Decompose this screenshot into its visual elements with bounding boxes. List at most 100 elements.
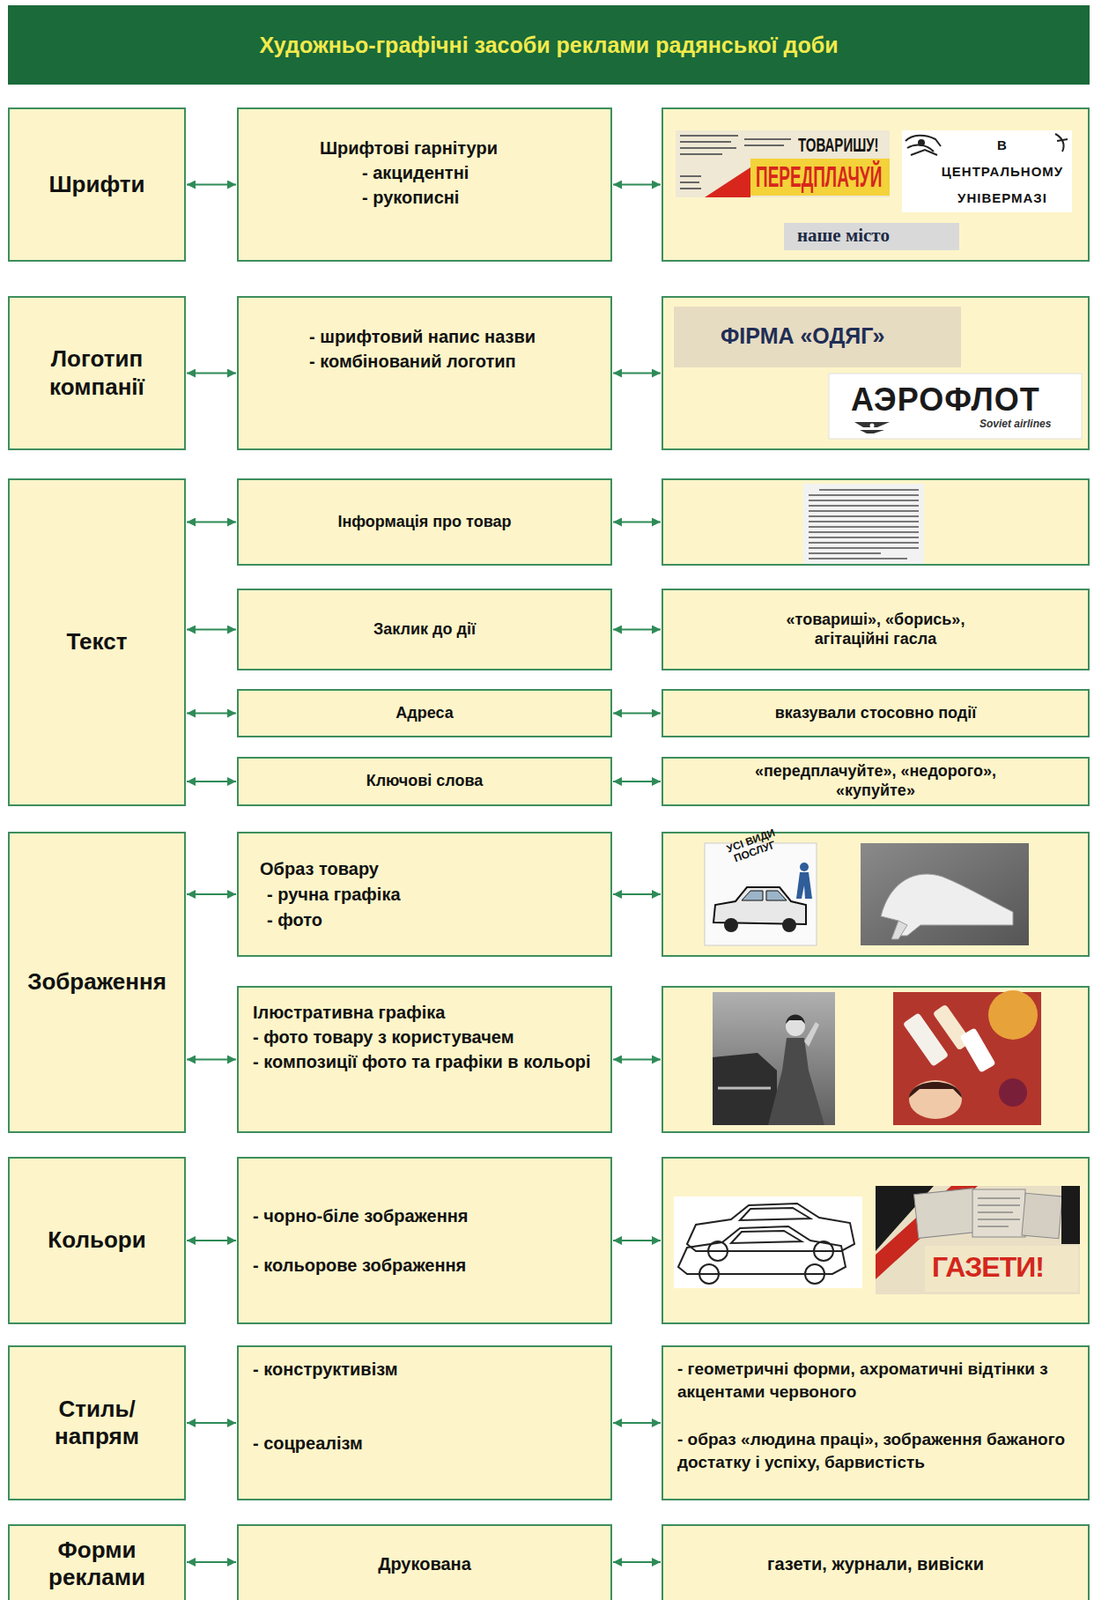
line-shape [808,557,908,560]
line-shape [808,499,919,502]
double-arrow [613,1560,661,1563]
box-text: - композиції фото та графіки в кольорі [252,1049,592,1074]
box-text: ГАЗЕТИ! [931,1252,1044,1281]
rect-shape [828,373,1082,439]
path-shape [804,1021,820,1047]
feature-box: Ключові слова [236,756,613,806]
double-arrow [186,1421,237,1424]
g-shape [808,489,919,559]
category-label: Кольори [47,1226,146,1254]
line-shape [977,1218,1021,1220]
poster-subscribe [675,130,890,198]
line-shape [808,531,919,533]
rect-shape [901,130,1072,213]
box-text: Soviet airlines [979,418,1051,429]
box-text: - комбінований логотип [309,348,517,374]
box-text: газети, журнали, вивіски [767,1552,984,1575]
line-shape [717,1086,771,1090]
line-shape [808,536,919,539]
category-box: Форми реклами [7,1523,186,1600]
line-shape [744,144,784,147]
double-arrow [613,521,661,524]
rect-shape [803,483,924,564]
box-text: Заклик до дії [373,620,476,640]
path-shape [1055,133,1065,152]
rect-shape [914,1188,979,1239]
text-column [803,483,924,564]
box-text: ПЕРЕДПЛАЧУЙ [755,162,882,192]
category-label: Шрифти [48,170,145,199]
box-text: - рукописні [362,184,459,210]
path-shape [891,920,908,939]
line-shape [680,147,737,149]
double-arrow [186,780,237,783]
line-shape [680,153,723,156]
circle-shape [998,1078,1028,1107]
double-arrow [186,372,237,375]
box-text: Друкована [377,1552,472,1575]
line-shape [819,488,919,491]
line-shape [808,520,919,523]
category-label: Текст [66,628,128,656]
line-shape [680,187,702,190]
feature-box: - чорно-біле зображення- кольорове зобра… [236,1156,613,1324]
box-text: «передплачуйте», «недорого», «купуйте» [725,761,1026,800]
line-shape [680,175,702,178]
double-arrow [186,184,237,186]
diagram-title: Художньо-графічні засоби реклами радянсь… [258,32,838,59]
car-sketch [673,1196,863,1288]
double-arrow [186,893,237,895]
feature-box: «товариші», «борись», агітаційні гасла [661,588,1090,671]
path-shape [1057,139,1068,141]
feature-box: Адреса [236,688,613,738]
feature-box: газети, журнали, вивіски [661,1523,1090,1600]
double-arrow [613,628,661,631]
line-shape [808,515,919,518]
double-arrow [613,1421,661,1424]
category-label: Логотип компанії [14,345,179,400]
circle-shape [988,990,1038,1040]
feature-box: Заклик до дії [236,588,613,671]
feature-box: Образ товару- ручна графіка- фото [236,831,613,957]
line-shape [808,504,919,507]
double-arrow [186,712,237,715]
circle-shape [799,862,809,872]
box-text: вказували стосовно події [775,703,977,724]
line-shape [680,134,739,137]
double-arrow [186,1239,237,1242]
double-arrow [613,372,661,375]
rect-shape [959,1027,996,1073]
category-box: Текст [7,478,186,806]
rect-shape [972,1189,1026,1237]
box-text: - акцидентні [362,160,469,185]
g-shape [977,1197,1021,1227]
feature-box: Шрифтові гарнітури- акцидентні- рукописн… [236,107,613,262]
double-arrow [186,1058,237,1061]
line-shape [808,547,919,549]
category-label: Форми реклами [14,1536,179,1591]
box-text: - чорно-біле зображення [252,1204,468,1228]
double-arrow [613,893,661,895]
feature-box: «передплачуйте», «недорого», «купуйте» [661,756,1090,806]
ellipse-shape [909,1079,962,1119]
rect-shape [1061,1185,1080,1244]
box-text: Адреса [395,703,453,724]
circle-shape [782,917,797,932]
path-shape [768,1037,825,1125]
line-shape [977,1204,1021,1206]
box-text: Шрифтові гарнітури [319,135,498,161]
store-ad [901,130,1072,213]
path-shape [785,1014,806,1025]
path-shape [905,135,941,147]
box-text: ФІРМА «ОДЯГ» [720,322,885,349]
feature-box: - конструктивізм- соцреалізм [236,1345,613,1501]
line-shape [680,140,732,143]
circle-shape [724,917,739,932]
brand-plate [673,306,1082,439]
shoe-photo [860,842,1029,946]
double-arrow [186,628,237,631]
category-box: Зображення [7,831,186,1133]
path-shape [854,421,890,428]
g-shape [687,1203,855,1261]
